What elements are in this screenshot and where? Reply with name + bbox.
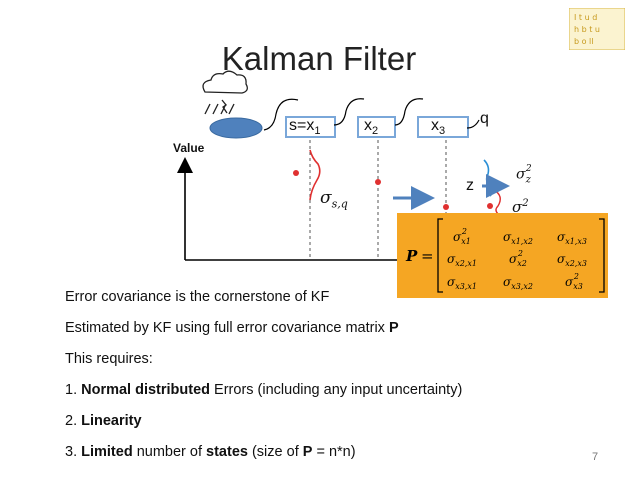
svg-text:=: = (421, 247, 434, 265)
svg-text:I t u d: I t u d (574, 13, 597, 22)
sigma-z-label: σz2 (516, 164, 532, 186)
p-cell-2-2: σx22 (509, 249, 527, 268)
p-cell-1-3: σx1,x3 (557, 230, 587, 246)
state-point (293, 170, 299, 176)
bullet-item: 1. Normal distributed Errors (including … (65, 382, 463, 398)
state-chain (263, 98, 480, 138)
source-ellipse-icon (209, 117, 263, 139)
p-cell-1-2: σx1,x2 (503, 230, 533, 246)
svg-text:h b t u: h b t u (574, 25, 600, 34)
prior-point (443, 204, 449, 210)
p-cell-2-3: σx2,x3 (557, 252, 587, 268)
page-number: 7 (592, 451, 599, 463)
p-cell-1-1: σx12 (453, 227, 471, 246)
bullet-item: This requires: (65, 351, 153, 367)
p-cell-3-2: σx3,x2 (503, 275, 533, 291)
posterior-point (487, 203, 493, 209)
state-label-3: x3 (431, 117, 446, 138)
p-cell-2-1: σx2,x1 (447, 252, 477, 268)
covariance-matrix: P = σx12 σx1,x2 σx1,x3 σx2,x1 σx22 σx2,x… (405, 218, 605, 293)
bullet-item: Estimated by KF using full error covaria… (65, 320, 399, 336)
state-label-1: s=x1 (289, 117, 321, 138)
svg-text:b o ll: b o ll (574, 37, 594, 46)
bullet-item: Error covariance is the cornerstone of K… (65, 289, 330, 305)
measurement-density-curve (483, 159, 494, 197)
rain-cloud-icon (202, 70, 248, 115)
p-cell-3-3: σx32 (565, 272, 583, 291)
institution-logo: I t u d h b t u b o ll (569, 8, 625, 50)
bullet-list: Error covariance is the cornerstone of K… (65, 282, 462, 468)
svg-text:P: P (405, 247, 418, 265)
prediction-point (375, 179, 381, 185)
bullet-item: 2. Linearity (65, 413, 142, 429)
q-label: q (480, 110, 489, 127)
covariance-matrix-box: P = σx12 σx1,x2 σx1,x3 σx2,x1 σx22 σx2,x… (397, 213, 608, 298)
z-label: z (466, 177, 474, 194)
sigma-s-q-label: σs,q (320, 188, 348, 211)
state-label-2: x2 (364, 117, 379, 138)
bullet-item: 3. Limited number of states (size of P =… (65, 444, 356, 460)
state-density-curve (309, 149, 321, 201)
slide-title: Kalman Filter (221, 40, 417, 77)
sigma-hidden-label: σ2 (512, 198, 529, 216)
y-axis-label: Value (173, 141, 205, 155)
